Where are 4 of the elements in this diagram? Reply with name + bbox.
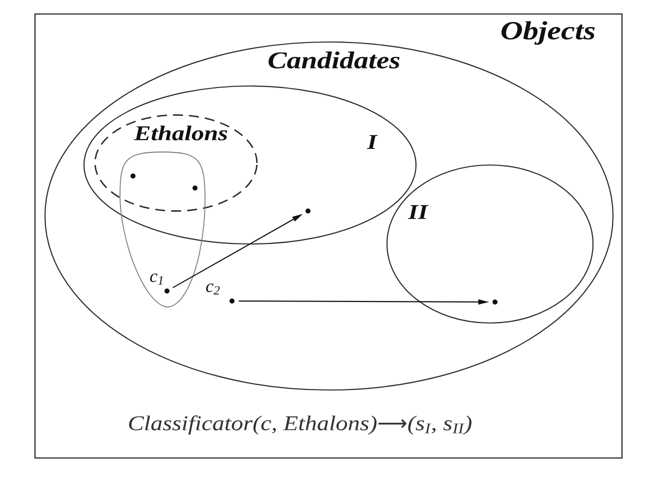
formula-text: Classificator(c, Ethalons)⟶(s$_{I}$, s$_{II}$) xyxy=(129,415,472,435)
point-label: c$_{2}$ xyxy=(206,283,220,295)
oval-outline xyxy=(120,152,206,308)
point-label: c$_{1}$ xyxy=(150,273,163,285)
